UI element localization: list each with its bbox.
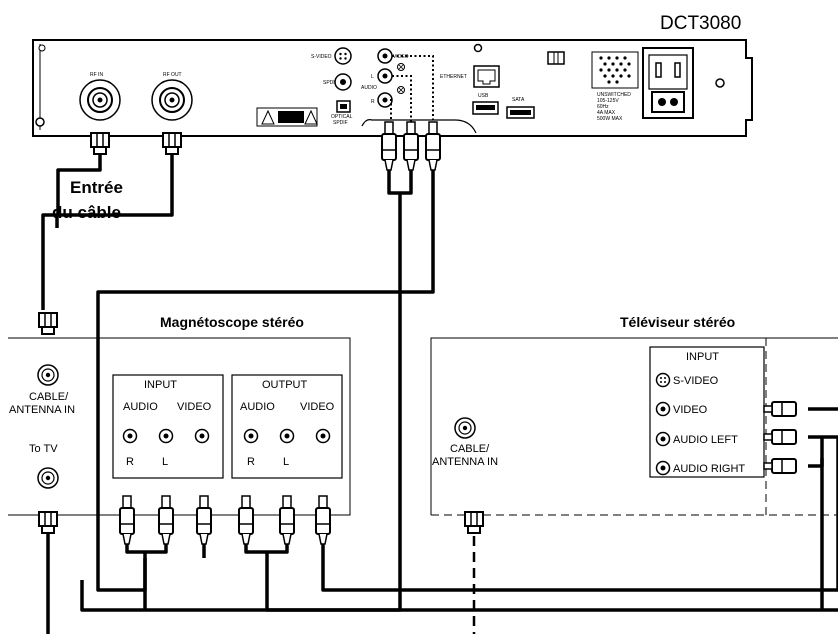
cable-input-label-1: Entrée	[70, 178, 123, 197]
rf-out-wire	[55, 152, 174, 228]
ethernet-label: ETHERNET	[440, 74, 467, 80]
screw-icon	[38, 44, 46, 52]
tv-title: Téléviseur stéréo	[620, 314, 735, 330]
tv-svideo-jack-icon	[655, 372, 671, 388]
stb-video-label: VIDEO	[393, 54, 409, 60]
clip-icon	[547, 51, 565, 65]
optical-label-2: SPDIF	[333, 120, 348, 126]
screw-icon	[473, 43, 483, 53]
stb-video-out-jack	[377, 48, 393, 64]
vcr-output-audio-r-jack	[243, 428, 259, 444]
usb-label: USB	[478, 93, 489, 99]
stb-audio-label: AUDIO	[361, 85, 377, 91]
vcr-output-audio-label: AUDIO	[240, 401, 275, 413]
vcr-input-r-label: R	[126, 456, 134, 468]
warning-text-block	[278, 111, 304, 123]
vcr-video-out-to-tv	[321, 542, 838, 592]
tv-video-label: VIDEO	[673, 404, 708, 416]
vcr-title: Magnétoscope stéréo	[160, 314, 304, 330]
vcr-to-tv-jack	[37, 467, 59, 489]
sata-label: SATA	[512, 97, 525, 103]
stb-audio-to-vcr-input	[80, 193, 402, 612]
vcr-input-l-label: L	[162, 456, 168, 468]
vcr-to-tv-label: To TV	[29, 443, 58, 455]
screw-icon	[397, 63, 405, 94]
vcr-input-audio-label: AUDIO	[123, 401, 158, 413]
power-plug-icon	[651, 91, 685, 113]
vcr-output-r-label: R	[247, 456, 255, 468]
tv-audio-left-label: AUDIO LEFT	[673, 434, 738, 446]
rf-in-label: RF IN	[90, 72, 103, 78]
warning-icon	[304, 109, 318, 125]
vcr-input-audio-l-jack	[158, 428, 174, 444]
screw-icon	[35, 117, 45, 127]
tv-video-jack	[655, 401, 671, 417]
cable-input-label-2: du câble	[52, 203, 121, 222]
svideo-port-label: S-VIDEO	[311, 54, 332, 60]
spdif-label: SPDIF	[323, 80, 338, 86]
vcr-output-title: OUTPUT	[262, 379, 308, 391]
vent-grille	[591, 51, 639, 89]
vcr-input-video-jack	[194, 428, 210, 444]
power-rating-5: 500W MAX	[597, 116, 623, 122]
tv-cable-label-2: ANTENNA IN	[432, 456, 498, 468]
vcr-device: Magnétoscope stéréo CABLE/ ANTENNA IN To…	[8, 312, 351, 545]
stb-r-label: R	[371, 99, 375, 105]
screw-icon	[715, 78, 725, 88]
power-rating-4: 4A MAX	[597, 110, 616, 116]
vcr-input-video-label: VIDEO	[177, 401, 212, 413]
vcr-audio-out-to-tv	[265, 552, 838, 612]
vcr-input-audio-r-jack	[122, 428, 138, 444]
stb-audio-r-jack	[377, 92, 393, 108]
rf-out-connector	[151, 79, 193, 121]
cables	[41, 152, 838, 634]
svideo-port	[334, 47, 352, 65]
power-rating-3: 60Hz	[597, 104, 609, 110]
model-label: DCT3080	[660, 13, 741, 34]
vcr-cable-in-jack	[37, 364, 59, 386]
stb-audio-l-jack	[377, 68, 393, 84]
vcr-input-title: INPUT	[144, 379, 177, 391]
tv-svideo-label: S-VIDEO	[673, 375, 719, 387]
set-top-box: DCT3080 RF IN RF OUT S-VIDEO	[32, 13, 753, 137]
vcr-output-video-label: VIDEO	[300, 401, 335, 413]
stb-l-label: L	[371, 74, 374, 80]
tv-audio-right-label: AUDIO RIGHT	[673, 463, 745, 475]
tv-input-title: INPUT	[686, 351, 719, 363]
vcr-output-l-label: L	[283, 456, 289, 468]
optical-label-1: OPTICAL	[331, 114, 353, 120]
warning-icon	[261, 109, 275, 125]
rf-out-label: RF OUT	[163, 72, 182, 78]
power-rating-2: 105-125V	[597, 98, 619, 104]
rf-in-connector	[79, 79, 121, 121]
vcr-cable-label-1: CABLE/	[29, 391, 69, 403]
vent-holes	[599, 56, 631, 84]
tv-cable-label-1: CABLE/	[450, 443, 490, 455]
tv-audio-right-jack	[655, 460, 671, 476]
cable-in-wire	[41, 152, 102, 310]
tv-audio-left-jack	[655, 431, 671, 447]
vcr-output-panel	[231, 374, 343, 479]
power-rating-1: UNSWITCHED	[597, 92, 631, 98]
vcr-output-audio-l-jack	[279, 428, 295, 444]
tv-device: Téléviseur stéréo CABLE/ ANTENNA IN INPU…	[430, 314, 838, 534]
vcr-input-panel	[112, 374, 224, 479]
vcr-output-video-jack	[315, 428, 331, 444]
spdif-port	[334, 73, 352, 91]
vcr-cable-label-2: ANTENNA IN	[9, 404, 75, 416]
tv-cable-in-jack	[454, 417, 476, 439]
